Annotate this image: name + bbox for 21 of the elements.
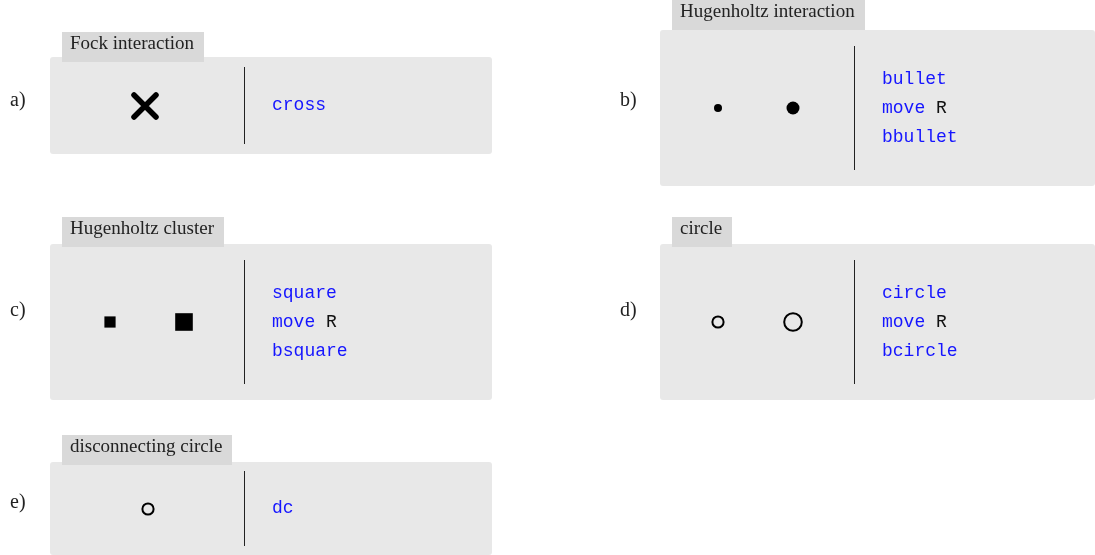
- panel-heading: circle: [672, 217, 733, 247]
- panel-heading: Fock interaction: [62, 32, 204, 62]
- panel-letter: d): [620, 298, 637, 321]
- code-line: move R: [882, 310, 947, 334]
- panel-letter: e): [10, 490, 26, 513]
- code-line: dc: [272, 497, 294, 520]
- code-line: bsquare: [272, 339, 348, 363]
- code-line: square: [272, 281, 337, 305]
- panel-heading: disconnecting circle: [62, 435, 233, 465]
- code-line: bbullet: [882, 125, 958, 149]
- code-line: cross: [272, 94, 326, 117]
- panel-letter: b): [620, 88, 637, 111]
- code-line: move R: [882, 96, 947, 120]
- code-line: bullet: [882, 67, 947, 91]
- panel-letter: c): [10, 298, 26, 321]
- code-line: move R: [272, 310, 337, 334]
- panel-heading: Hugenholtz cluster: [62, 217, 225, 247]
- code-line: bcircle: [882, 339, 958, 363]
- panel-heading: Hugenholtz interaction: [672, 0, 865, 30]
- panel-letter: a): [10, 88, 26, 111]
- code-line: circle: [882, 281, 947, 305]
